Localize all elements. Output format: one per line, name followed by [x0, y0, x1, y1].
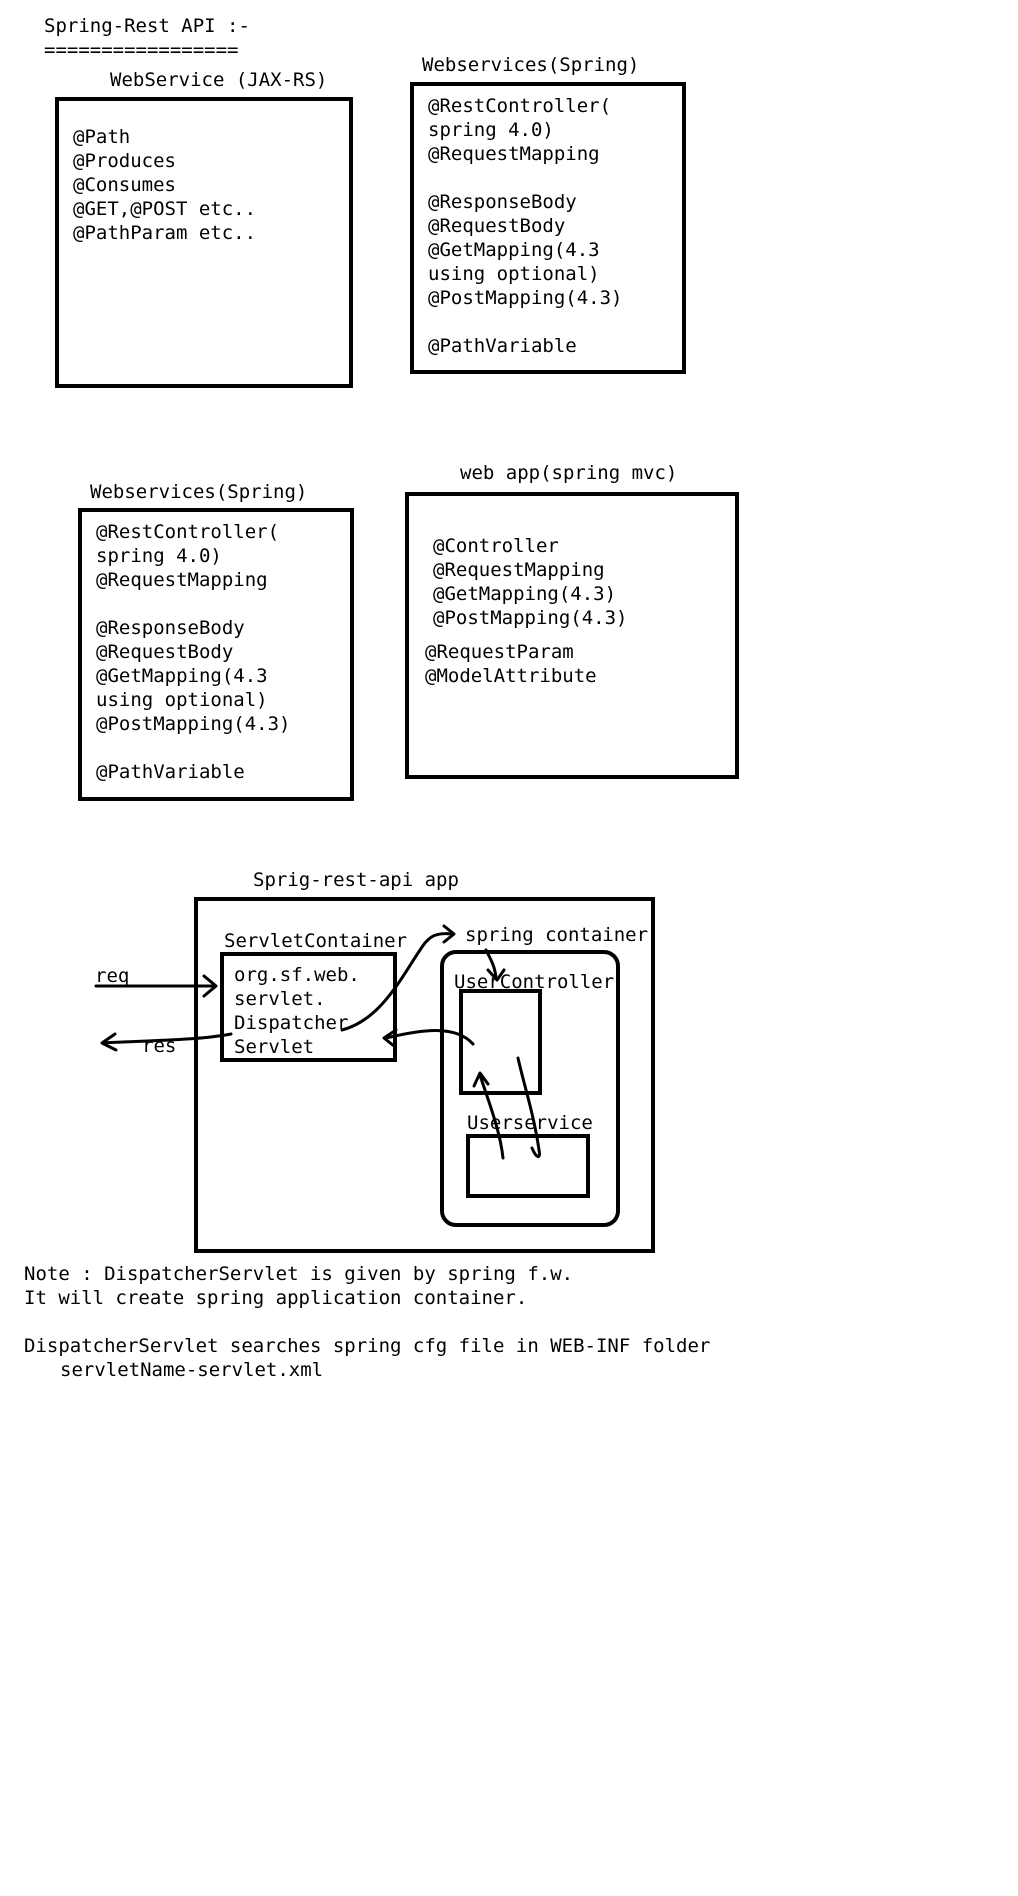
req-label: req — [95, 965, 130, 987]
spring-mvc-box: @Controller @RequestMapping @GetMapping(… — [405, 492, 739, 779]
spring-ws-1-title: Webservices(Spring) — [422, 54, 640, 76]
spring-mvc-title: web app(spring mvc) — [460, 462, 678, 484]
jaxrs-title: WebService (JAX-RS) — [110, 69, 328, 91]
page-title: Spring-Rest API :- — [44, 15, 250, 37]
spring-ws-2-title: Webservices(Spring) — [90, 481, 308, 503]
user-service-label: Userservice — [467, 1112, 593, 1134]
note-line-1: Note : DispatcherServlet is given by spr… — [24, 1263, 574, 1285]
spring-ws-2-box: @RestController( spring 4.0) @RequestMap… — [78, 508, 354, 801]
spring-container-label: spring container — [465, 924, 649, 946]
spring-ws-2-annotations: @RestController( spring 4.0) @RequestMap… — [96, 521, 291, 783]
user-controller-box — [459, 989, 542, 1095]
app-outer-box — [194, 897, 655, 1253]
jaxrs-box: @Path @Produces @Consumes @GET,@POST etc… — [55, 97, 353, 388]
res-arrow-head — [100, 1032, 118, 1052]
app-diagram-title: Sprig-rest-api app — [253, 869, 459, 891]
user-service-box — [466, 1134, 590, 1198]
spring-container-box — [440, 950, 620, 1227]
spring-ws-1-annotations: @RestController( spring 4.0) @RequestMap… — [428, 95, 623, 357]
note-line-4: servletName-servlet.xml — [60, 1359, 324, 1381]
jaxrs-annotations: @Path @Produces @Consumes @GET,@POST etc… — [73, 126, 257, 244]
dispatcher-servlet-box: org.sf.web. servlet. Dispatcher Servlet — [220, 952, 397, 1062]
spring-ws-1-box: @RestController( spring 4.0) @RequestMap… — [410, 82, 686, 374]
res-label: res — [142, 1035, 177, 1057]
note-line-2: It will create spring application contai… — [24, 1287, 528, 1309]
note-line-3: DispatcherServlet searches spring cfg fi… — [24, 1335, 711, 1357]
servlet-container-label: ServletContainer — [224, 930, 408, 952]
spring-mvc-annotations-a: @Controller @RequestMapping @GetMapping(… — [433, 535, 628, 629]
dispatcher-servlet-text: org.sf.web. servlet. Dispatcher Servlet — [234, 964, 360, 1058]
title-underline: ================= — [44, 39, 239, 61]
spring-mvc-annotations-b: @RequestParam @ModelAttribute — [425, 641, 597, 687]
